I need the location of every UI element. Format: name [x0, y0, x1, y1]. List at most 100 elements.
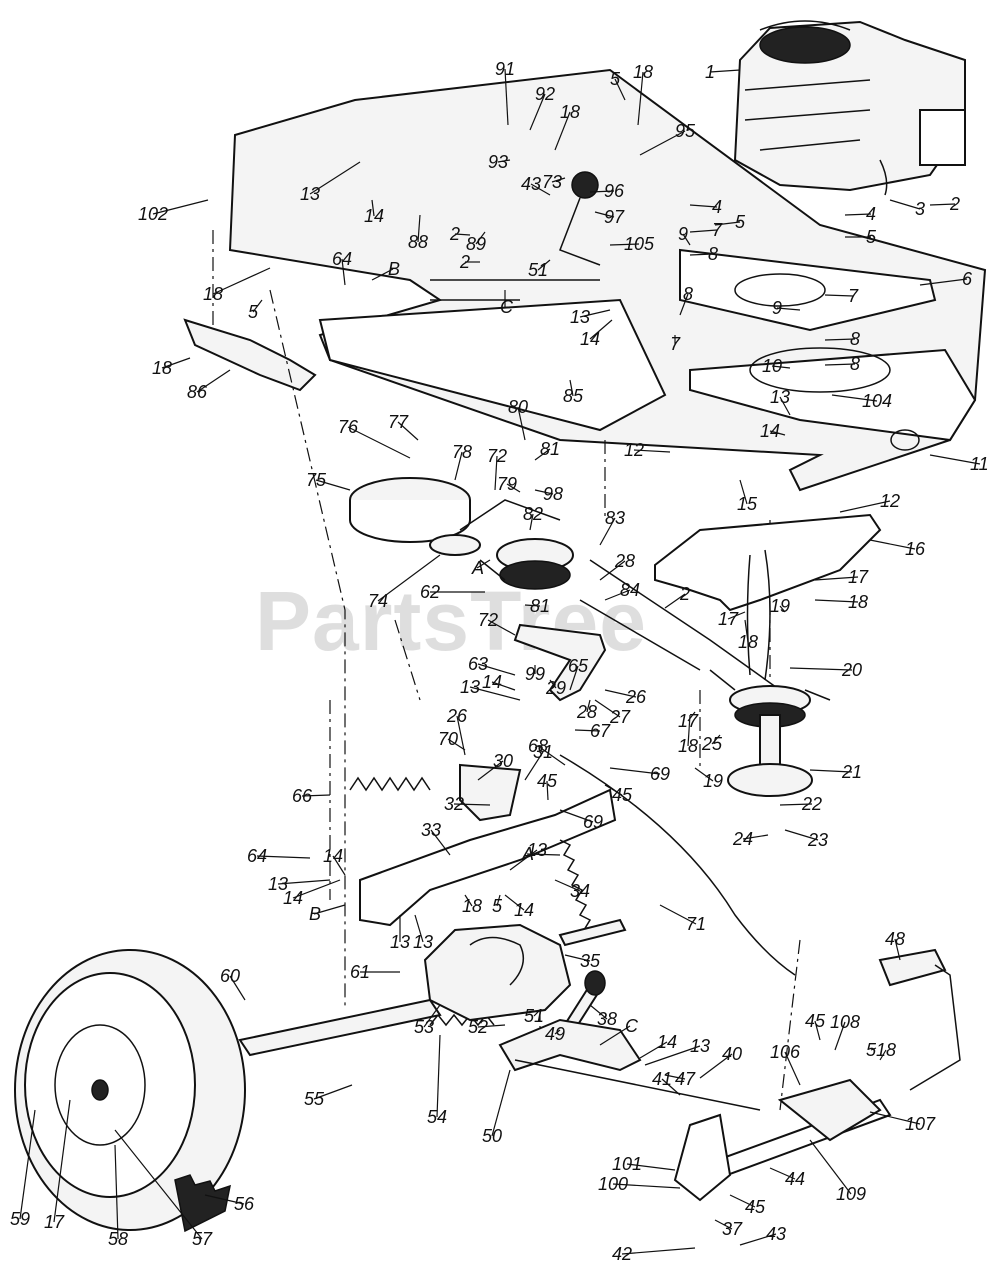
callout-label: 104 [862, 391, 892, 411]
callout-label: 17 [44, 1212, 65, 1232]
leader-line [152, 199, 209, 215]
leader-line [771, 365, 791, 369]
callout-81-2: 81 [524, 596, 550, 616]
leader-line [551, 177, 566, 183]
callout-47-1: 47 [664, 1069, 696, 1089]
callout-label: 83 [605, 508, 625, 528]
leader-line [453, 803, 491, 806]
callout-89-1: 89 [466, 231, 486, 254]
callout-label: 5 [866, 1040, 877, 1060]
callout-label: 35 [580, 951, 601, 971]
callout-label: 13 [268, 874, 288, 894]
callout-label: 92 [535, 84, 555, 104]
callout-label: 7 [848, 286, 859, 306]
leader-line [475, 231, 486, 245]
callout-18-5: 18 [814, 592, 868, 612]
callout-label: 18 [876, 1040, 896, 1060]
leader-line [769, 430, 786, 436]
callout-51-2: 51 [524, 1006, 544, 1026]
callout-6-1: 6 [919, 269, 973, 289]
brake-linkage-drawing [498, 1018, 642, 1072]
callout-label: 45 [805, 1011, 826, 1031]
callout-label: 60 [220, 966, 240, 986]
callout-label: 102 [138, 204, 168, 224]
callout-14-4: 14 [482, 672, 516, 692]
callout-label: 27 [609, 707, 631, 727]
callout-label: 76 [338, 417, 359, 437]
leader-line [549, 679, 557, 689]
callout-label: 75 [306, 470, 327, 490]
callout-label: 53 [414, 1017, 434, 1037]
callout-label: 32 [444, 794, 464, 814]
leader-line [769, 1167, 796, 1180]
leader-line [554, 879, 581, 892]
callout-22-1: 22 [779, 794, 822, 814]
leader-line [844, 213, 872, 216]
callout-label: 45 [745, 1197, 766, 1217]
leader-line [554, 1029, 561, 1035]
callout-label: 8 [850, 329, 860, 349]
leader-line [491, 681, 516, 691]
callout-17-4: 17 [44, 1099, 71, 1232]
leader-line [517, 406, 526, 441]
callout-79-1: 79 [497, 474, 521, 494]
callout-label: 96 [604, 181, 625, 201]
callout-57-1: 57 [114, 1129, 213, 1249]
leader-line [604, 689, 637, 698]
callout-2-1: 2 [449, 224, 471, 244]
callout-label: 71 [686, 914, 706, 934]
callout-69-1: 69 [609, 764, 670, 784]
callout-label: 26 [625, 687, 647, 707]
callout-label: 6 [962, 269, 973, 289]
leader-line [423, 1004, 441, 1028]
callout-C-2: C [599, 1016, 639, 1046]
callout-label: 14 [514, 900, 534, 920]
callout-label: 72 [487, 446, 507, 466]
shift-rod-drawing [559, 197, 601, 266]
leader-line [776, 307, 801, 311]
leader-line [347, 426, 411, 459]
callout-19-1: 19 [770, 596, 790, 616]
leader-line [784, 829, 819, 841]
callout-label: 80 [508, 397, 528, 417]
callout-label: 18 [203, 284, 223, 304]
callout-label: 10 [762, 356, 782, 376]
callout-67-1: 67 [574, 721, 611, 741]
leader-line [417, 214, 421, 243]
callout-18-9: 18 [876, 1040, 896, 1061]
leader-line [196, 369, 231, 393]
leader-line [589, 319, 613, 340]
callout-18-2: 18 [554, 102, 580, 151]
callout-31-1: 31 [524, 742, 553, 781]
callout-109-1: 109 [809, 1139, 866, 1204]
leader-line [621, 1247, 696, 1255]
leader-line [546, 780, 549, 801]
callout-48-1: 48 [885, 929, 905, 961]
leader-line [639, 1041, 668, 1059]
callout-label: 13 [300, 184, 320, 204]
callout-label: 49 [545, 1024, 565, 1044]
leader-line [537, 259, 551, 271]
leader-line [919, 278, 968, 286]
leader-line [569, 665, 579, 691]
callout-86-1: 86 [187, 369, 231, 402]
callout-95-1: 95 [639, 121, 696, 156]
callout-5-2: 5 [714, 212, 746, 232]
callout-14-1: 14 [364, 199, 384, 226]
callout-label: 19 [703, 771, 723, 791]
leader-line [309, 161, 361, 195]
callout-label: 95 [675, 121, 696, 141]
leader-line [659, 904, 697, 925]
leader-line [494, 455, 498, 491]
leader-line [779, 803, 813, 806]
leader-line [604, 589, 631, 601]
frame-drawing [228, 68, 987, 492]
callout-45-1: 45 [537, 771, 558, 801]
callout-54-1: 54 [427, 1034, 447, 1127]
callout-11-1: 11 [929, 454, 989, 474]
leader-line [744, 619, 749, 643]
leader-line [559, 809, 594, 823]
callout-label: 57 [192, 1229, 213, 1249]
leader-line [604, 784, 623, 796]
